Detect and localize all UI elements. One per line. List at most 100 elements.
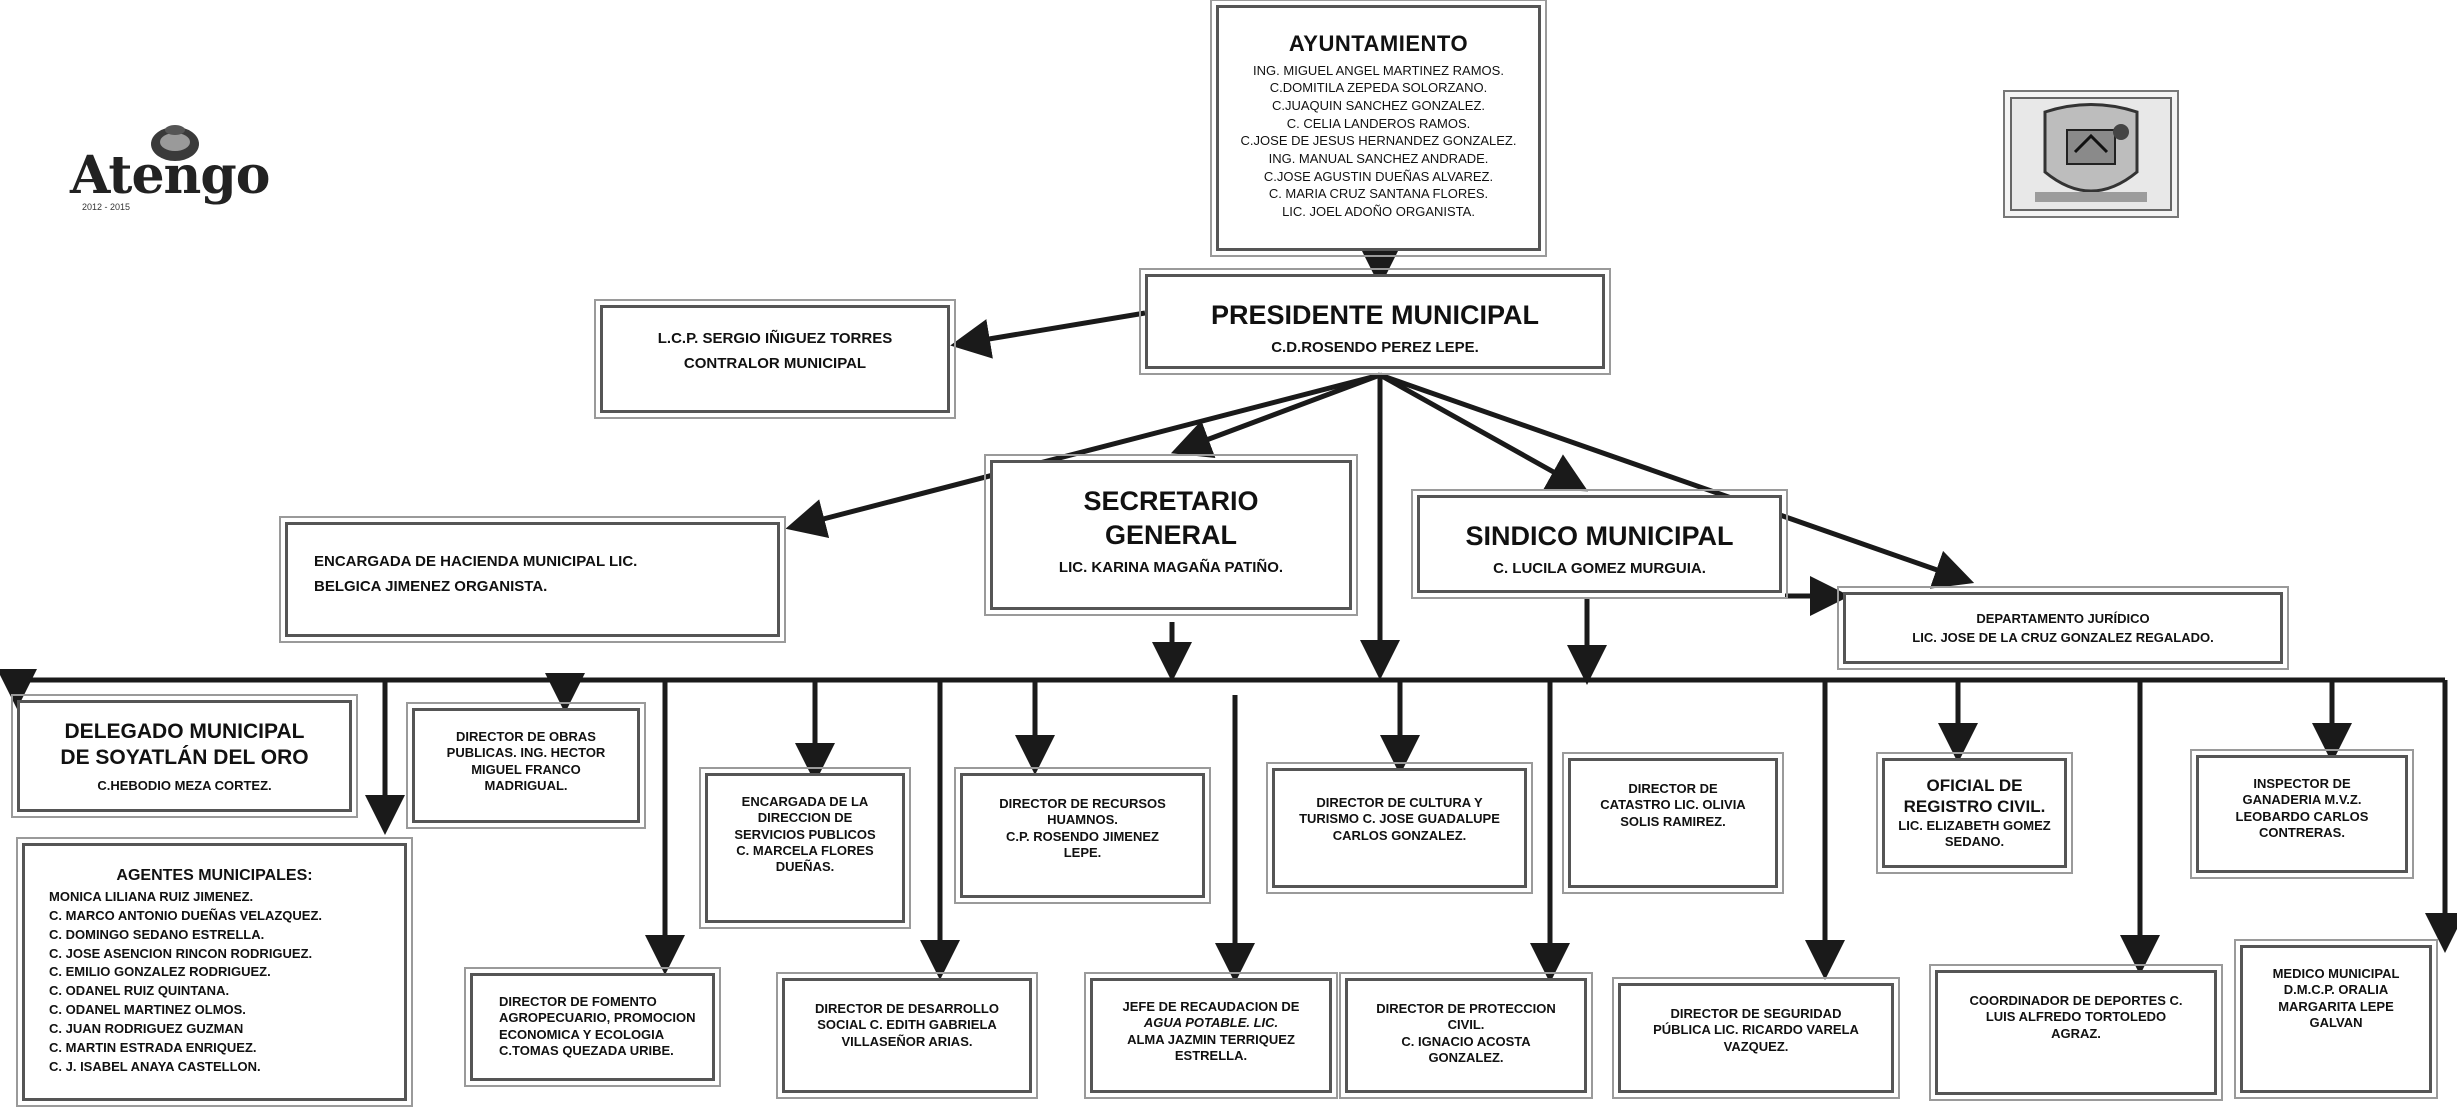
ganaderia-line2: GANADERIA M.V.Z.	[2242, 792, 2362, 808]
fomento-line2: AGROPECUARIO, PROMOCION	[499, 1010, 696, 1026]
deportes-line2: LUIS ALFREDO TORTOLEDO	[1985, 1009, 2167, 1025]
recaudacion-line1: JEFE DE RECAUDACION DE	[1122, 999, 1300, 1014]
arrow-presidente-sindico	[1378, 372, 1589, 492]
cultura-line2: TURISMO C. JOSE GUADALUPE	[1299, 811, 1500, 827]
fomento-box: DIRECTOR DE FOMENTO AGROPECUARIO, PROMOC…	[464, 967, 721, 1087]
member: C.JUAQUIN SANCHEZ GONZALEZ.	[1271, 97, 1486, 113]
member: ING. MANUAL SANCHEZ ANDRADE.	[1268, 150, 1489, 166]
cultura-line1: DIRECTOR DE CULTURA Y	[1316, 795, 1483, 810]
catastro-line2: CATASTRO LIC. OLIVIA	[1600, 797, 1746, 813]
agentes-list: MONICA LILIANA RUIZ JIMENEZ. C. MARCO AN…	[25, 888, 404, 1076]
ganaderia-line4: CONTRERAS.	[2259, 824, 2345, 840]
desarrollo-line1: DIRECTOR DE DESARROLLO	[815, 1001, 999, 1016]
obras-line3: MIGUEL FRANCO	[471, 761, 581, 777]
obras-line4: MADRIGUAL.	[484, 777, 568, 793]
proteccion-line3: C. IGNACIO ACOSTA	[1401, 1033, 1531, 1049]
seguridad-line3: VAZQUEZ.	[1723, 1038, 1789, 1054]
member: C.JOSE DE JESUS HERNANDEZ GONZALEZ.	[1240, 133, 1517, 149]
proteccion-line2: CIVIL.	[1447, 1017, 1485, 1033]
recaudacion-line2: AGUA POTABLE. LIC.	[1143, 1015, 1279, 1031]
ayuntamiento-members: ING. MIGUEL ANGEL MARTINEZ RAMOS. C.DOMI…	[1219, 62, 1538, 221]
juridico-line2: LIC. JOSE DE LA CRUZ GONZALEZ REGALADO.	[1912, 630, 2214, 646]
seguridad-line2: PÚBLICA LIC. RICARDO VARELA	[1653, 1022, 1859, 1038]
delegado-box: DELEGADO MUNICIPAL DE SOYATLÁN DEL ORO C…	[11, 694, 358, 818]
registro-box: OFICIAL DE REGISTRO CIVIL. LIC. ELIZABET…	[1876, 752, 2073, 874]
recaudacion-box: JEFE DE RECAUDACION DE AGUA POTABLE. LIC…	[1084, 972, 1338, 1099]
arrow-presidente-hacienda	[785, 372, 1381, 539]
fomento-line1: DIRECTOR DE FOMENTO	[499, 994, 657, 1009]
agent: C. MARTIN ESTRADA ENRIQUEZ.	[49, 1039, 257, 1055]
agent: C. JUAN RODRIGUEZ GUZMAN	[49, 1020, 244, 1036]
servicios-line3: SERVICIOS PUBLICOS	[734, 826, 876, 842]
seguridad-line1: DIRECTOR DE SEGURIDAD	[1670, 1006, 1842, 1021]
arrow-presidente-juridico	[1379, 372, 1975, 589]
servicios-line1: ENCARGADA DE LA	[741, 794, 869, 809]
arrow-presidente-secretario	[1170, 372, 1381, 458]
obras-box: DIRECTOR DE OBRAS PUBLICAS. ING. HECTOR …	[406, 702, 646, 829]
recursos-line3: C.P. ROSENDO JIMENEZ	[1006, 828, 1159, 844]
hacienda-line1: ENCARGADA DE HACIENDA MUNICIPAL LIC.	[314, 553, 638, 570]
desarrollo-box: DIRECTOR DE DESARROLLO SOCIAL C. EDITH G…	[776, 972, 1038, 1099]
delegado-line1: DELEGADO MUNICIPAL	[64, 720, 305, 743]
medico-line4: GALVAN	[2309, 1014, 2363, 1030]
servicios-box: ENCARGADA DE LA DIRECCION DE SERVICIOS P…	[699, 767, 911, 929]
sindico-box: SINDICO MUNICIPAL C. LUCILA GOMEZ MURGUI…	[1411, 489, 1788, 599]
recaudacion-line4: ESTRELLA.	[1174, 1047, 1248, 1063]
deportes-line3: AGRAZ.	[2051, 1025, 2101, 1041]
proteccion-box: DIRECTOR DE PROTECCION CIVIL. C. IGNACIO…	[1339, 972, 1593, 1099]
agentes-box: AGENTES MUNICIPALES: MONICA LILIANA RUIZ…	[16, 837, 413, 1107]
seguridad-box: DIRECTOR DE SEGURIDAD PÚBLICA LIC. RICAR…	[1612, 977, 1900, 1099]
delegado-line2: DE SOYATLÁN DEL ORO	[60, 746, 309, 770]
medico-line1: MEDICO MUNICIPAL	[2272, 966, 2400, 981]
presidente-title: PRESIDENTE MUNICIPAL	[1210, 300, 1540, 330]
logo-tagline: 2012 - 2015	[82, 202, 131, 212]
registro-line3: LIC. ELIZABETH GOMEZ	[1898, 817, 2051, 833]
member: LIC. JOEL ADOÑO ORGANISTA.	[1282, 203, 1475, 219]
contralor-line2: CONTRALOR MUNICIPAL	[683, 354, 867, 372]
member: ING. MIGUEL ANGEL MARTINEZ RAMOS.	[1253, 62, 1504, 78]
recaudacion-line3: ALMA JAZMIN TERRIQUEZ	[1127, 1031, 1295, 1047]
ayuntamiento-box: AYUNTAMIENTO ING. MIGUEL ANGEL MARTINEZ …	[1210, 0, 1547, 257]
recursos-line4: LEPE.	[1063, 844, 1102, 860]
agent: C. DOMINGO SEDANO ESTRELLA.	[49, 926, 265, 942]
secretario-name: LIC. KARINA MAGAÑA PATIÑO.	[1058, 558, 1284, 576]
agent: C. ODANEL MARTINEZ OLMOS.	[49, 1002, 246, 1018]
agent: C. J. ISABEL ANAYA CASTELLON.	[49, 1058, 261, 1074]
agent: C. EMILIO GONZALEZ RODRIGUEZ.	[49, 964, 271, 980]
agent: C. ODANEL RUIZ QUINTANA.	[49, 983, 230, 999]
agent: C. JOSE ASENCION RINCON RODRIGUEZ.	[49, 945, 313, 961]
juridico-line1: DEPARTAMENTO JURÍDICO	[1976, 611, 2150, 626]
proteccion-line1: DIRECTOR DE PROTECCION	[1376, 1001, 1556, 1016]
registro-line1: OFICIAL DE	[1926, 776, 2023, 795]
secretario-line1: SECRETARIO	[1083, 486, 1259, 516]
agent: MONICA LILIANA RUIZ JIMENEZ.	[49, 889, 254, 904]
obras-line2: PUBLICAS. ING. HECTOR	[446, 745, 606, 761]
medico-line2: D.M.C.P. ORALIA	[2283, 982, 2389, 998]
municipal-seal	[2003, 90, 2179, 218]
member: C. CELIA LANDEROS RAMOS.	[1286, 115, 1471, 131]
juridico-box: DEPARTAMENTO JURÍDICO LIC. JOSE DE LA CR…	[1837, 586, 2289, 670]
servicios-line4: C. MARCELA FLORES	[736, 842, 874, 858]
fomento-line3: ECONOMICA Y ECOLOGIA	[499, 1026, 665, 1042]
cultura-line3: CARLOS GONZALEZ.	[1332, 827, 1467, 843]
arrow-presidente-contralor	[950, 310, 1146, 359]
sindico-title: SINDICO MUNICIPAL	[1465, 521, 1734, 551]
medico-line3: MARGARITA LEPE	[2278, 998, 2394, 1014]
desarrollo-line3: VILLASEÑOR ARIAS.	[841, 1033, 973, 1049]
member: C.JOSE AGUSTIN DUEÑAS ALVAREZ.	[1263, 168, 1494, 184]
deportes-box: COORDINADOR DE DEPORTES C. LUIS ALFREDO …	[1929, 964, 2223, 1101]
medico-box: MEDICO MUNICIPAL D.M.C.P. ORALIA MARGARI…	[2234, 939, 2438, 1099]
hacienda-line2: BELGICA JIMENEZ ORGANISTA.	[314, 577, 548, 595]
servicios-line2: DIRECCION DE	[757, 810, 853, 826]
registro-line2: REGISTRO CIVIL.	[1903, 797, 2046, 817]
proteccion-line4: GONZALEZ.	[1428, 1049, 1504, 1065]
municipal-seal-icon	[2010, 97, 2172, 211]
recursos-box: DIRECTOR DE RECURSOS HUAMNOS. C.P. ROSEN…	[954, 767, 1211, 904]
sindico-name: C. LUCILA GOMEZ MURGUIA.	[1493, 559, 1706, 577]
contralor-line1: L.C.P. SERGIO IÑIGUEZ TORRES	[657, 330, 893, 347]
recursos-line2: HUAMNOS.	[1047, 812, 1118, 828]
registro-line4: SEDANO.	[1944, 833, 2005, 849]
fomento-line4: C.TOMAS QUEZADA URIBE.	[499, 1042, 674, 1058]
logo-emblem-icon	[151, 125, 199, 161]
